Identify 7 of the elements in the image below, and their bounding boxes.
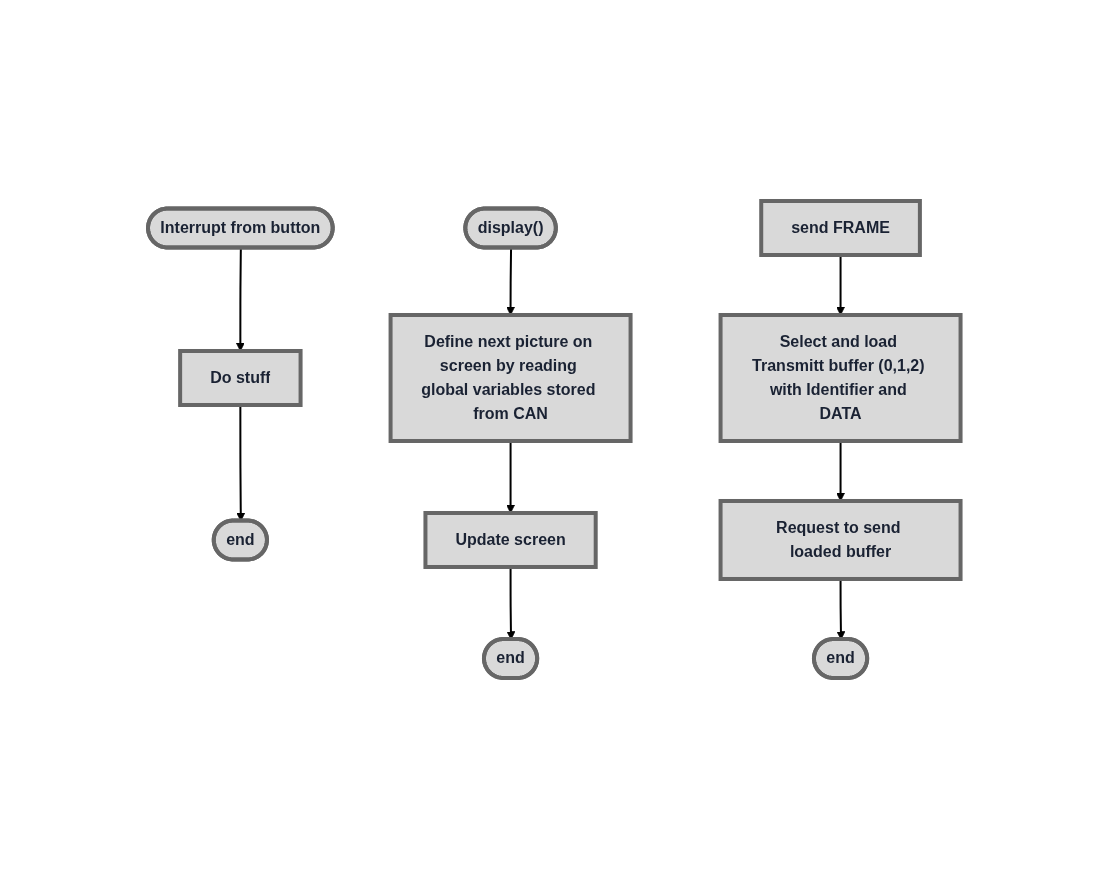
node-box: Request to send loaded buffer bbox=[718, 499, 963, 581]
node-box: Do stuff bbox=[178, 349, 303, 407]
node-box: Update screen bbox=[423, 511, 598, 569]
node-box: Select and load Transmitt buffer (0,1,2) with Identifier and DATA bbox=[718, 313, 963, 443]
node-box: send FRAME bbox=[759, 199, 923, 257]
arrow bbox=[506, 247, 516, 316]
node-box: Define next picture on screen by reading global variables stored from CAN bbox=[388, 313, 633, 443]
